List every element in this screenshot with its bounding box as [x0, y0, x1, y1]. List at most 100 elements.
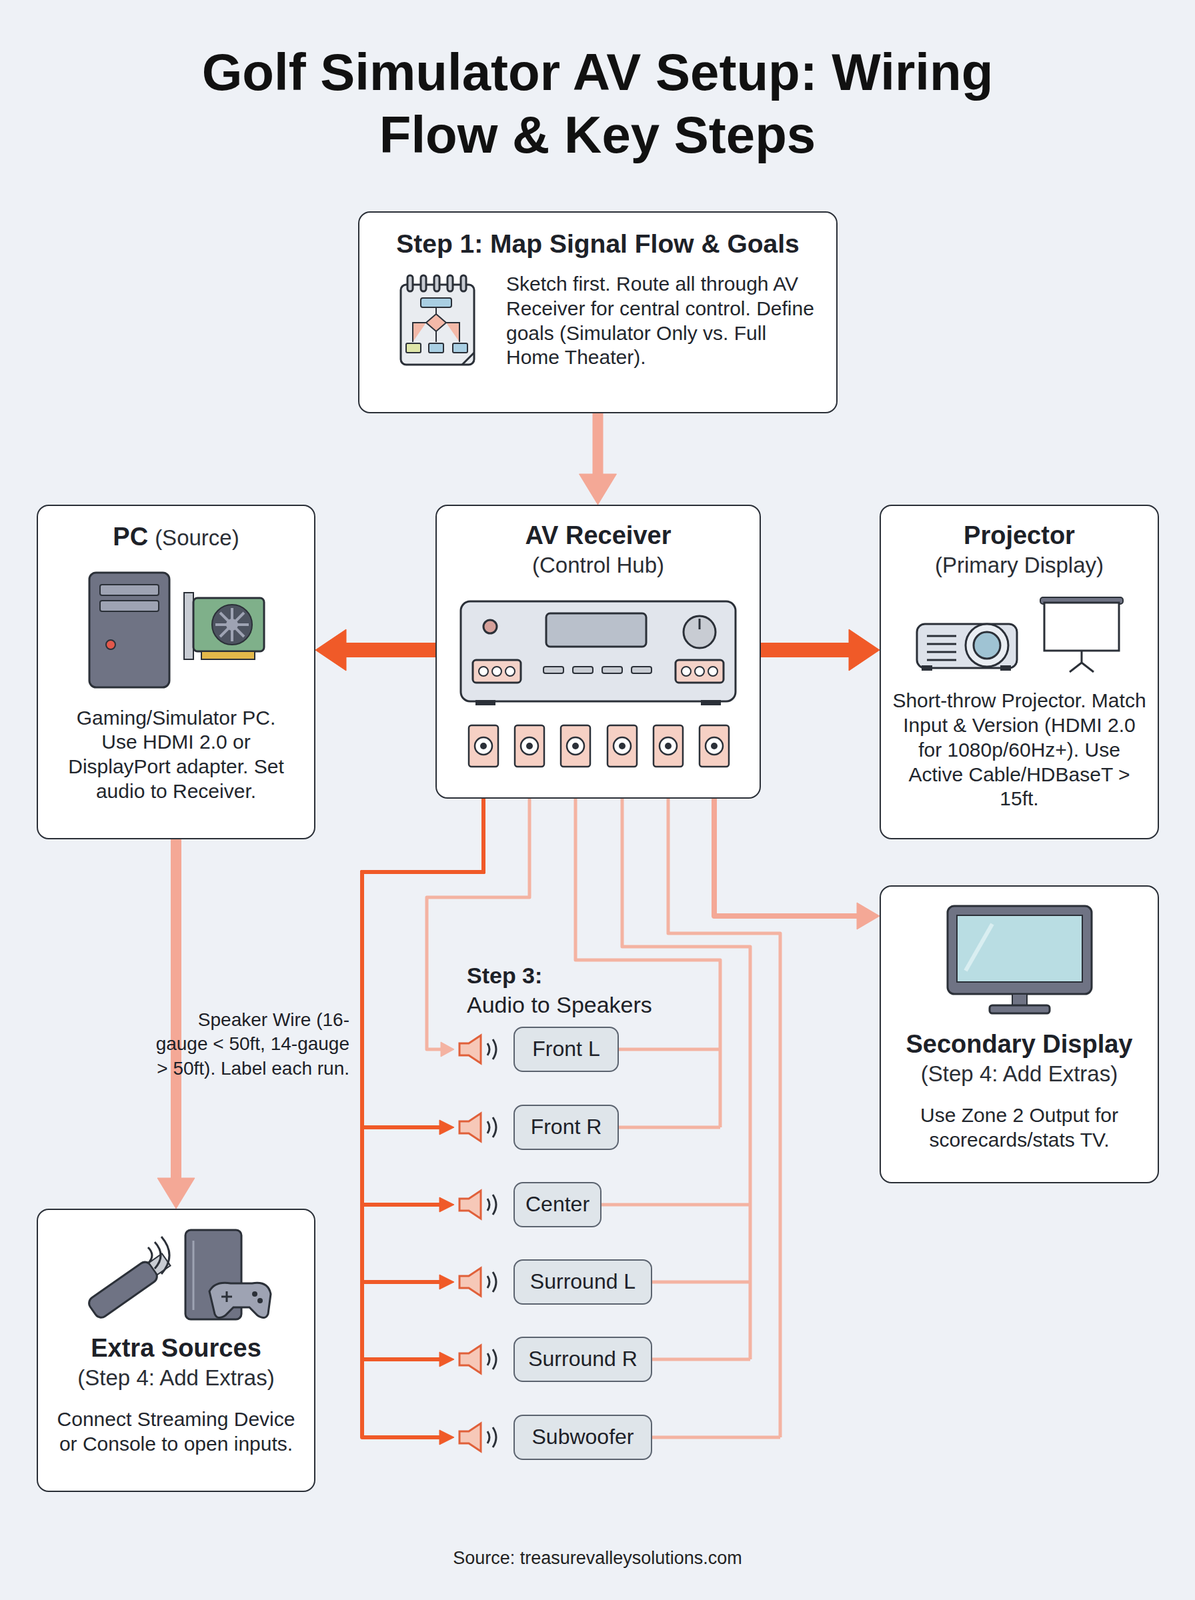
step-heading: Step 1: Map Signal Flow & Goals — [379, 228, 817, 261]
speaker-icon-art — [454, 1110, 501, 1145]
speaker-icon-art — [454, 1032, 501, 1067]
speaker-icon — [454, 1188, 501, 1222]
speaker-pill: Center — [513, 1182, 602, 1228]
return-wire-stub — [601, 1203, 751, 1208]
step-row: Sketch first. Route all through AV Recei… — [379, 272, 817, 371]
node-subheading: (Step 4: Add Extras) — [891, 1060, 1147, 1088]
speaker-icon-art — [454, 1343, 501, 1377]
speaker-pill: Front L — [513, 1026, 619, 1073]
receiver-icon-art — [459, 598, 737, 770]
arrow-head — [579, 474, 617, 505]
monitor-icon — [945, 904, 1094, 1017]
speaker-icon — [454, 1265, 501, 1300]
speaker-pill: Front R — [513, 1104, 619, 1151]
return-wire-stub — [652, 1436, 781, 1440]
component-box: Secondary Display(Step 4: Add Extras) Use… — [879, 885, 1159, 1184]
node-subheading: (Primary Display) — [891, 551, 1147, 579]
monitor-icon-art — [945, 904, 1094, 1017]
connector — [362, 798, 484, 1368]
component-box: PC(Source) Gaming/Simulator PC. Use HDMI … — [36, 504, 316, 840]
notebook-icon-art — [392, 272, 483, 370]
arrow-head — [439, 1120, 455, 1135]
node-body: Gaming/Simulator PC. Use HDMI 2.0 or Dis… — [59, 706, 293, 805]
source-caption: Source: treasurevalleysolutions.com — [0, 1548, 1195, 1570]
return-wire — [575, 798, 721, 1128]
projector-icon — [914, 596, 1125, 673]
arrow-head — [856, 902, 880, 930]
speaker-node: Surround R — [454, 1336, 667, 1384]
return-wire-stub — [618, 1126, 721, 1130]
speaker-node: Front L — [454, 1026, 633, 1073]
speaker-icon-art — [454, 1421, 501, 1455]
connector — [362, 798, 484, 1135]
node-body: Use Zone 2 Output for scorecards/stats T… — [891, 1103, 1147, 1153]
node-heading: AV Receiver — [436, 520, 760, 552]
connector — [714, 798, 880, 930]
diagram-title: Golf Simulator AV Setup: Wiring Flow & K… — [197, 41, 998, 167]
speaker-icon — [454, 1343, 501, 1377]
speaker-pill: Surround R — [513, 1337, 653, 1383]
node-heading: Secondary Display — [891, 1029, 1147, 1061]
connector-line — [760, 642, 849, 658]
arrow-head — [439, 1197, 455, 1213]
speaker-icon — [454, 1110, 501, 1145]
connector — [362, 798, 484, 1213]
component-box: Extra Sources(Step 4: Add Extras)Connect… — [36, 1209, 316, 1493]
arrow-head — [157, 1178, 195, 1210]
node-heading: PC — [112, 522, 149, 551]
speaker-icon — [454, 1421, 501, 1455]
arrow-head — [440, 1042, 455, 1057]
speaker-pill: Surround L — [513, 1259, 653, 1306]
connector-line — [362, 798, 484, 1128]
wire-note: Speaker Wire (16-gauge < 50ft, 14-gauge … — [148, 1008, 350, 1081]
connector — [315, 629, 436, 671]
node-subheading: (Step 4: Add Extras) — [48, 1364, 304, 1392]
step-body: Sketch first. Route all through AV Recei… — [506, 272, 817, 371]
receiver-icon — [459, 598, 737, 770]
arrow-head — [439, 1430, 455, 1446]
notebook-icon — [392, 272, 483, 370]
connector-line — [346, 642, 436, 658]
speaker-icon-art — [454, 1188, 501, 1222]
arrow-head — [439, 1352, 455, 1368]
connector-line — [362, 798, 484, 1206]
connector-line — [170, 839, 182, 1179]
sources-icon-art — [78, 1227, 274, 1325]
speaker-icon-art — [454, 1265, 501, 1300]
connector — [426, 798, 530, 1057]
node-subheading: (Control Hub) — [436, 551, 760, 579]
projector-icon-art — [914, 596, 1125, 673]
speaker-node: Subwoofer — [454, 1414, 667, 1462]
connector — [579, 413, 617, 505]
arrow-head — [315, 629, 347, 671]
connector-line — [714, 798, 857, 917]
step-label: Audio to Speakers — [466, 992, 734, 1019]
connector-line — [362, 798, 484, 1360]
node-body: Short-throw Projector. Match Input & Ver… — [891, 688, 1147, 812]
return-wire-stub — [652, 1358, 751, 1362]
pc-icon-art — [84, 571, 269, 689]
node-heading: Projector — [891, 520, 1147, 552]
return-wire-stub — [652, 1281, 751, 1285]
sources-icon — [78, 1227, 274, 1325]
heading-line: PC(Source) — [54, 522, 299, 553]
component-box: Projector(Primary Display) Short-throw Pr… — [879, 504, 1159, 840]
pc-icon — [84, 571, 269, 689]
connector — [760, 629, 880, 671]
connector-line — [592, 413, 604, 475]
speaker-icon — [454, 1032, 501, 1067]
return-wire-stub — [618, 1048, 721, 1052]
return-wire — [668, 798, 781, 1438]
component-box: AV Receiver(Control Hub) — [435, 504, 761, 799]
component-box: Step 1: Map Signal Flow & GoalsSketch fi… — [358, 211, 838, 414]
speaker-node: Center — [454, 1181, 608, 1229]
connector — [157, 839, 195, 1210]
speaker-node: Front R — [454, 1104, 633, 1151]
speaker-pill: Subwoofer — [513, 1415, 653, 1461]
connector-line — [362, 798, 484, 1438]
connector — [362, 798, 484, 1446]
step-label: Step 3: — [466, 962, 734, 989]
node-heading: Extra Sources — [48, 1333, 304, 1365]
arrow-head — [439, 1275, 455, 1290]
